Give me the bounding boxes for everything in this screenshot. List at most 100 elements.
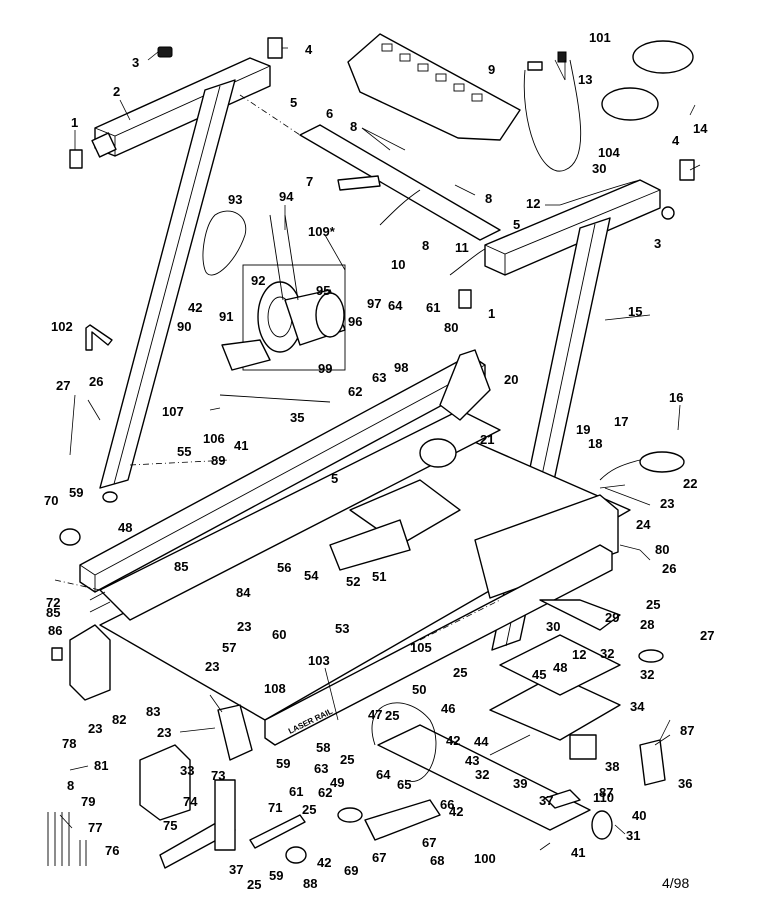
callout-c48a: 48 [118,520,132,535]
callout-c56: 56 [277,560,291,575]
callout-c11: 11 [455,240,469,255]
callout-c3a: 3 [132,55,139,70]
callout-c53: 53 [335,621,349,636]
callout-c5b: 5 [513,217,520,232]
callout-c108: 108 [264,681,286,696]
callout-c12b: 12 [572,647,586,662]
callout-c15: 15 [628,304,642,319]
callout-c25f: 25 [247,877,261,892]
callout-c25b: 25 [453,665,467,680]
callout-c35: 35 [290,410,304,425]
callout-c92: 92 [251,273,265,288]
callout-c80a: 80 [444,320,458,335]
callout-c5c: 5 [331,471,338,486]
callout-c25d: 25 [340,752,354,767]
callout-c27b: 27 [700,628,714,643]
callout-c97: 97 [367,296,381,311]
callout-c27a: 27 [56,378,70,393]
callout-c86: 86 [48,623,62,638]
callout-c17: 17 [614,414,628,429]
lower-frame-assembly [337,599,666,841]
callout-c66: 66 [440,797,454,812]
callout-c25c: 25 [385,708,399,723]
callout-c78: 78 [62,736,76,751]
callout-c80b: 80 [655,542,669,557]
callout-c79: 79 [81,794,95,809]
callout-c75: 75 [163,818,177,833]
callout-c50: 50 [412,682,426,697]
callout-c105: 105 [410,640,432,655]
callout-c5a: 5 [290,95,297,110]
callout-c84: 84 [236,585,251,600]
callout-c102: 102 [51,319,73,334]
callout-c3b: 3 [654,236,661,251]
callout-c100: 100 [474,851,496,866]
callout-c45: 45 [532,667,546,682]
callout-c43: 43 [465,753,479,768]
callout-c33: 33 [180,763,194,778]
callout-c18: 18 [588,436,602,451]
callout-c77: 77 [88,820,102,835]
callout-c32b: 32 [640,667,654,682]
callout-c72: 72 [46,595,60,610]
callout-c30a: 30 [592,161,606,176]
callout-c110: 110 [593,790,614,805]
callout-c65: 65 [397,777,411,792]
callout-c59a: 59 [69,485,83,500]
callout-c107: 107 [162,404,184,419]
callout-c103: 103 [308,653,330,668]
callout-c82: 82 [112,712,126,727]
callout-c85b: 85 [46,605,60,620]
leader-lines [59,47,701,851]
callout-c8a: 8 [350,119,357,134]
callout-c61b: 61 [289,784,303,799]
callout-c94: 94 [279,189,294,204]
callout-c14: 14 [693,121,708,136]
motor-assembly [85,210,346,403]
callout-c64a: 64 [388,298,403,313]
cords-and-keys [523,40,694,172]
frame-and-deck: LASER RAIL [51,94,631,761]
callout-c23d: 23 [88,721,102,736]
callout-c16: 16 [669,390,683,405]
date-code: 4/98 [662,875,689,891]
callout-c32a: 32 [600,646,614,661]
callout-c96: 96 [348,314,362,329]
callout-numbers: 1123344555678888910111212131415161718192… [44,30,714,892]
callout-c19: 19 [576,422,590,437]
callout-c67a: 67 [422,835,436,850]
callout-c41b: 41 [571,845,585,860]
callout-c37a: 37 [539,793,553,808]
callout-c67b: 67 [372,850,386,865]
callout-c42d: 42 [449,804,463,819]
callout-c88: 88 [303,876,317,891]
callout-c95: 95 [316,283,330,298]
callout-c83: 83 [146,704,160,719]
callout-c36: 36 [678,776,692,791]
callout-c62a: 62 [348,384,362,399]
callout-c6: 6 [326,106,333,121]
callout-c99: 99 [318,361,332,376]
callout-c39: 39 [513,776,527,791]
callout-c63a: 63 [372,370,386,385]
callout-c109: 109* [308,224,336,239]
callout-c93: 93 [228,192,242,207]
callout-c76: 76 [105,843,119,858]
callout-c9: 9 [488,62,495,77]
callout-c51: 51 [372,569,386,584]
callout-c54: 54 [304,568,319,583]
callout-c69: 69 [344,863,358,878]
callout-c24: 24 [636,517,651,532]
callout-c47: 47 [368,707,382,722]
callout-c25e: 25 [302,802,316,817]
callout-c64b: 64 [376,767,391,782]
callout-c23a: 23 [660,496,674,511]
callout-c31: 31 [626,828,640,843]
callout-c23c: 23 [205,659,219,674]
callout-c30b: 30 [546,619,560,634]
console-buttons [381,43,483,102]
callout-c40: 40 [632,808,646,823]
callout-c38: 38 [605,759,619,774]
callout-c37b: 37 [229,862,243,877]
